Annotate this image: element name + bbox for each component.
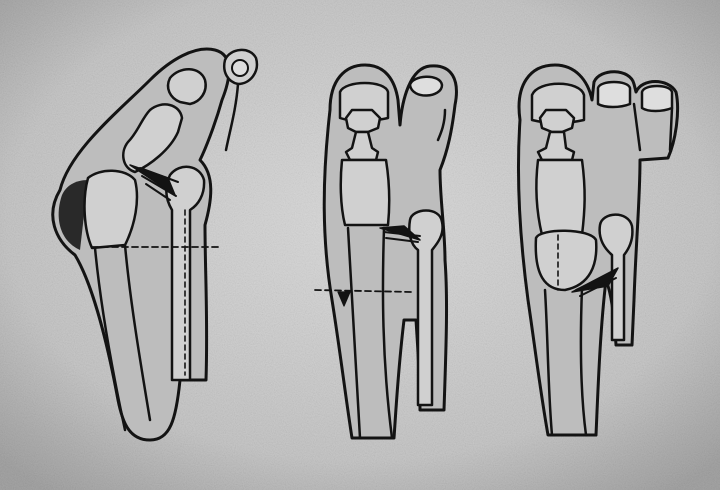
anatomical-figure — [0, 0, 720, 490]
paper-grain-overlay — [0, 0, 720, 490]
